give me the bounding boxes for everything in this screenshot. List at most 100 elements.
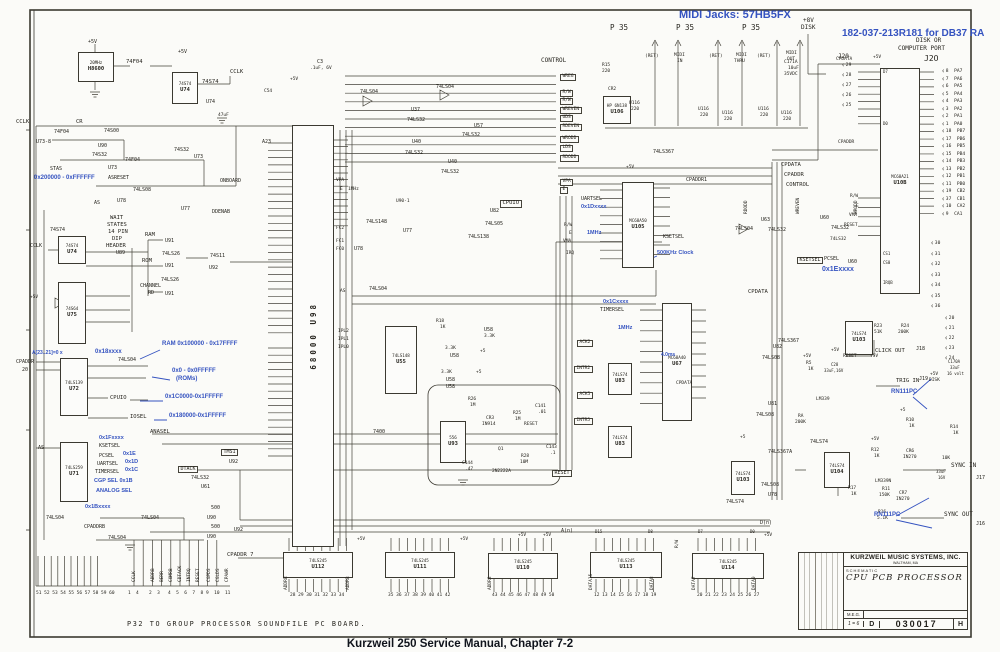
schematic-label: U60: [848, 259, 858, 265]
signal-flag: ACK2: [577, 340, 593, 347]
schematic-label: UARTSEL: [97, 461, 119, 467]
chip-part: 74S74: [65, 243, 79, 249]
schematic-label: 74F04: [54, 129, 70, 135]
schematic-label: 200K: [898, 330, 909, 335]
schematic-label: +5V: [626, 165, 635, 170]
schematic-label: U116: [781, 111, 792, 116]
schematic-label: 2N2222A: [492, 469, 511, 474]
doc-type: SCHEMATIC: [846, 568, 879, 573]
j20-port-pin: 8 PA7: [942, 69, 963, 75]
schematic-label: U60: [820, 215, 830, 221]
schematic-label: IN914: [482, 422, 496, 427]
blue-annotation: 0x18xxxx: [95, 349, 122, 355]
schematic-label: 74S74: [50, 227, 66, 233]
schematic-label: CHANNEL: [140, 283, 162, 289]
schematic-label: 74S74: [202, 79, 219, 85]
schematic-label: D15: [595, 529, 603, 534]
schematic-label: CGLDS: [216, 568, 221, 582]
j20-port-pin: 6 PA5: [942, 84, 963, 90]
schematic-label: +5: [480, 349, 486, 354]
chip-ref: U105: [631, 224, 645, 231]
schematic-label: D(n): [760, 520, 773, 526]
schematic-label: U92: [209, 265, 219, 271]
schematic-label: SYNC IN: [951, 462, 977, 469]
schematic-label: CR6: [906, 449, 915, 454]
chip-u98: 68000 U98: [292, 125, 334, 547]
aux-pin: 30: [931, 241, 941, 247]
schematic-label: J19: [919, 376, 929, 382]
j20-port-pin: 16 PB5: [942, 144, 965, 150]
schematic-label: 74LS08: [133, 187, 152, 193]
schematic-label: STAS: [50, 166, 63, 172]
blue-annotation: 500KHz Clock: [657, 250, 694, 256]
schematic-label: +5V: [870, 354, 879, 359]
schematic-label: 74LS08: [761, 482, 780, 488]
chip-ref: U104: [830, 469, 844, 476]
schematic-label: 1K: [440, 325, 446, 330]
schematic-label: SYNC OUT: [944, 511, 973, 518]
schematic-label: P 35: [742, 23, 761, 32]
signal-flag: RDEVEN: [560, 124, 582, 131]
aux-pin: 21: [945, 326, 955, 332]
signal-flag: LDS: [560, 145, 574, 152]
chip-ref: U106: [610, 109, 624, 116]
schematic-label: CDTACK: [178, 565, 183, 582]
schematic-label: 33uF: [950, 365, 960, 370]
aux-pin: 22: [945, 336, 955, 342]
blue-annotation: 0x180000-0x1FFFFF: [169, 413, 227, 419]
chip-ref: H8600: [87, 66, 105, 73]
j20-top-pin: 28: [842, 73, 852, 79]
schematic-label: DISK OR: [916, 37, 942, 44]
blue-annotation: MIDI Jacks: 57HB5FX: [679, 9, 791, 21]
chip-ref: U67: [672, 361, 682, 368]
schematic-label: 74LS32: [441, 169, 460, 175]
schematic-label: RESET: [843, 354, 857, 359]
signal-flag: INTR5: [574, 418, 593, 425]
chip-ref: U110: [516, 565, 530, 572]
schematic-label: IRQB: [883, 280, 893, 285]
schematic-label: R/W: [564, 223, 573, 228]
j20-port-pin: 17 PB6: [942, 137, 965, 143]
schematic-label: U78: [117, 198, 127, 204]
chip-ref: U83: [615, 441, 625, 448]
schematic-label: E: [569, 231, 572, 236]
j20-top-pin: 26: [842, 93, 852, 99]
schematic-label: CPADDR1: [686, 177, 708, 183]
schematic-label: 74F04: [126, 59, 143, 65]
schematic-label: Q1: [498, 447, 504, 452]
schematic-label: DISK: [929, 378, 940, 383]
schematic-label: U81: [768, 401, 778, 407]
schematic-label: 74LS26: [161, 277, 180, 283]
schematic-label: 74LS04: [118, 357, 137, 363]
blue-annotation: 0x1E: [123, 451, 136, 457]
schematic-label: R18: [436, 319, 445, 324]
signal-flag: RESET: [552, 470, 573, 477]
schematic-label: 33uF,16V: [824, 368, 844, 373]
schematic-label: 3.3K: [441, 370, 452, 375]
blue-annotation: (ROMs): [176, 376, 198, 382]
blue-annotation: 0x1D: [125, 459, 139, 465]
schematic-label: U90: [207, 515, 217, 521]
schematic-label: U91: [165, 263, 175, 269]
j20-port-pin: 12 PB1: [942, 174, 965, 180]
schematic-label: 74LS04: [360, 89, 379, 95]
schematic-label: R28: [521, 454, 530, 459]
title-block-title: SCHEMATIC CPU PCB PROCESSOR: [844, 567, 967, 611]
schematic-label: VMA: [563, 239, 572, 244]
drawing-size: D: [864, 620, 881, 628]
schematic-label: +5V: [831, 348, 840, 353]
chip-ref: U112: [311, 564, 325, 571]
schematic-label: 74LS04: [369, 286, 388, 292]
schematic-label: J18: [916, 346, 926, 352]
chip-ref: U103: [736, 477, 750, 484]
schematic-label: R11: [882, 487, 891, 492]
schematic-label: R12: [871, 448, 880, 453]
schematic-label: 35 36 37 38 39 40 41 42: [388, 593, 451, 598]
schematic-label: HEADER: [106, 243, 126, 249]
schematic-label: 220: [700, 113, 709, 118]
